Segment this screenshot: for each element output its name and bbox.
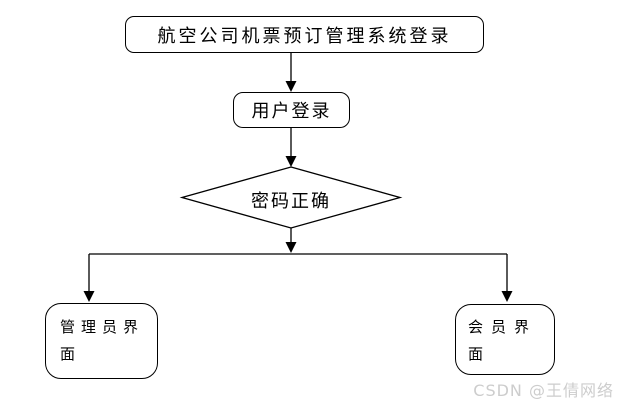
arrowhead-member: [501, 291, 513, 302]
csdn-watermark: CSDN @王倩网络: [473, 381, 614, 400]
arrowhead-login: [285, 81, 297, 92]
flow-node-admin-interface: 管理员界面: [45, 303, 158, 379]
flow-node-system-login: 航空公司机票预订管理系统登录: [125, 16, 484, 53]
flow-node-member-interface: 会员界面: [455, 304, 555, 375]
decision-password-correct-label: 密码正确: [251, 191, 331, 212]
arrowhead-decision: [285, 156, 297, 167]
arrowhead-admin: [83, 291, 95, 302]
flow-node-user-login: 用户登录: [233, 92, 350, 128]
arrowhead-branch: [285, 242, 297, 253]
